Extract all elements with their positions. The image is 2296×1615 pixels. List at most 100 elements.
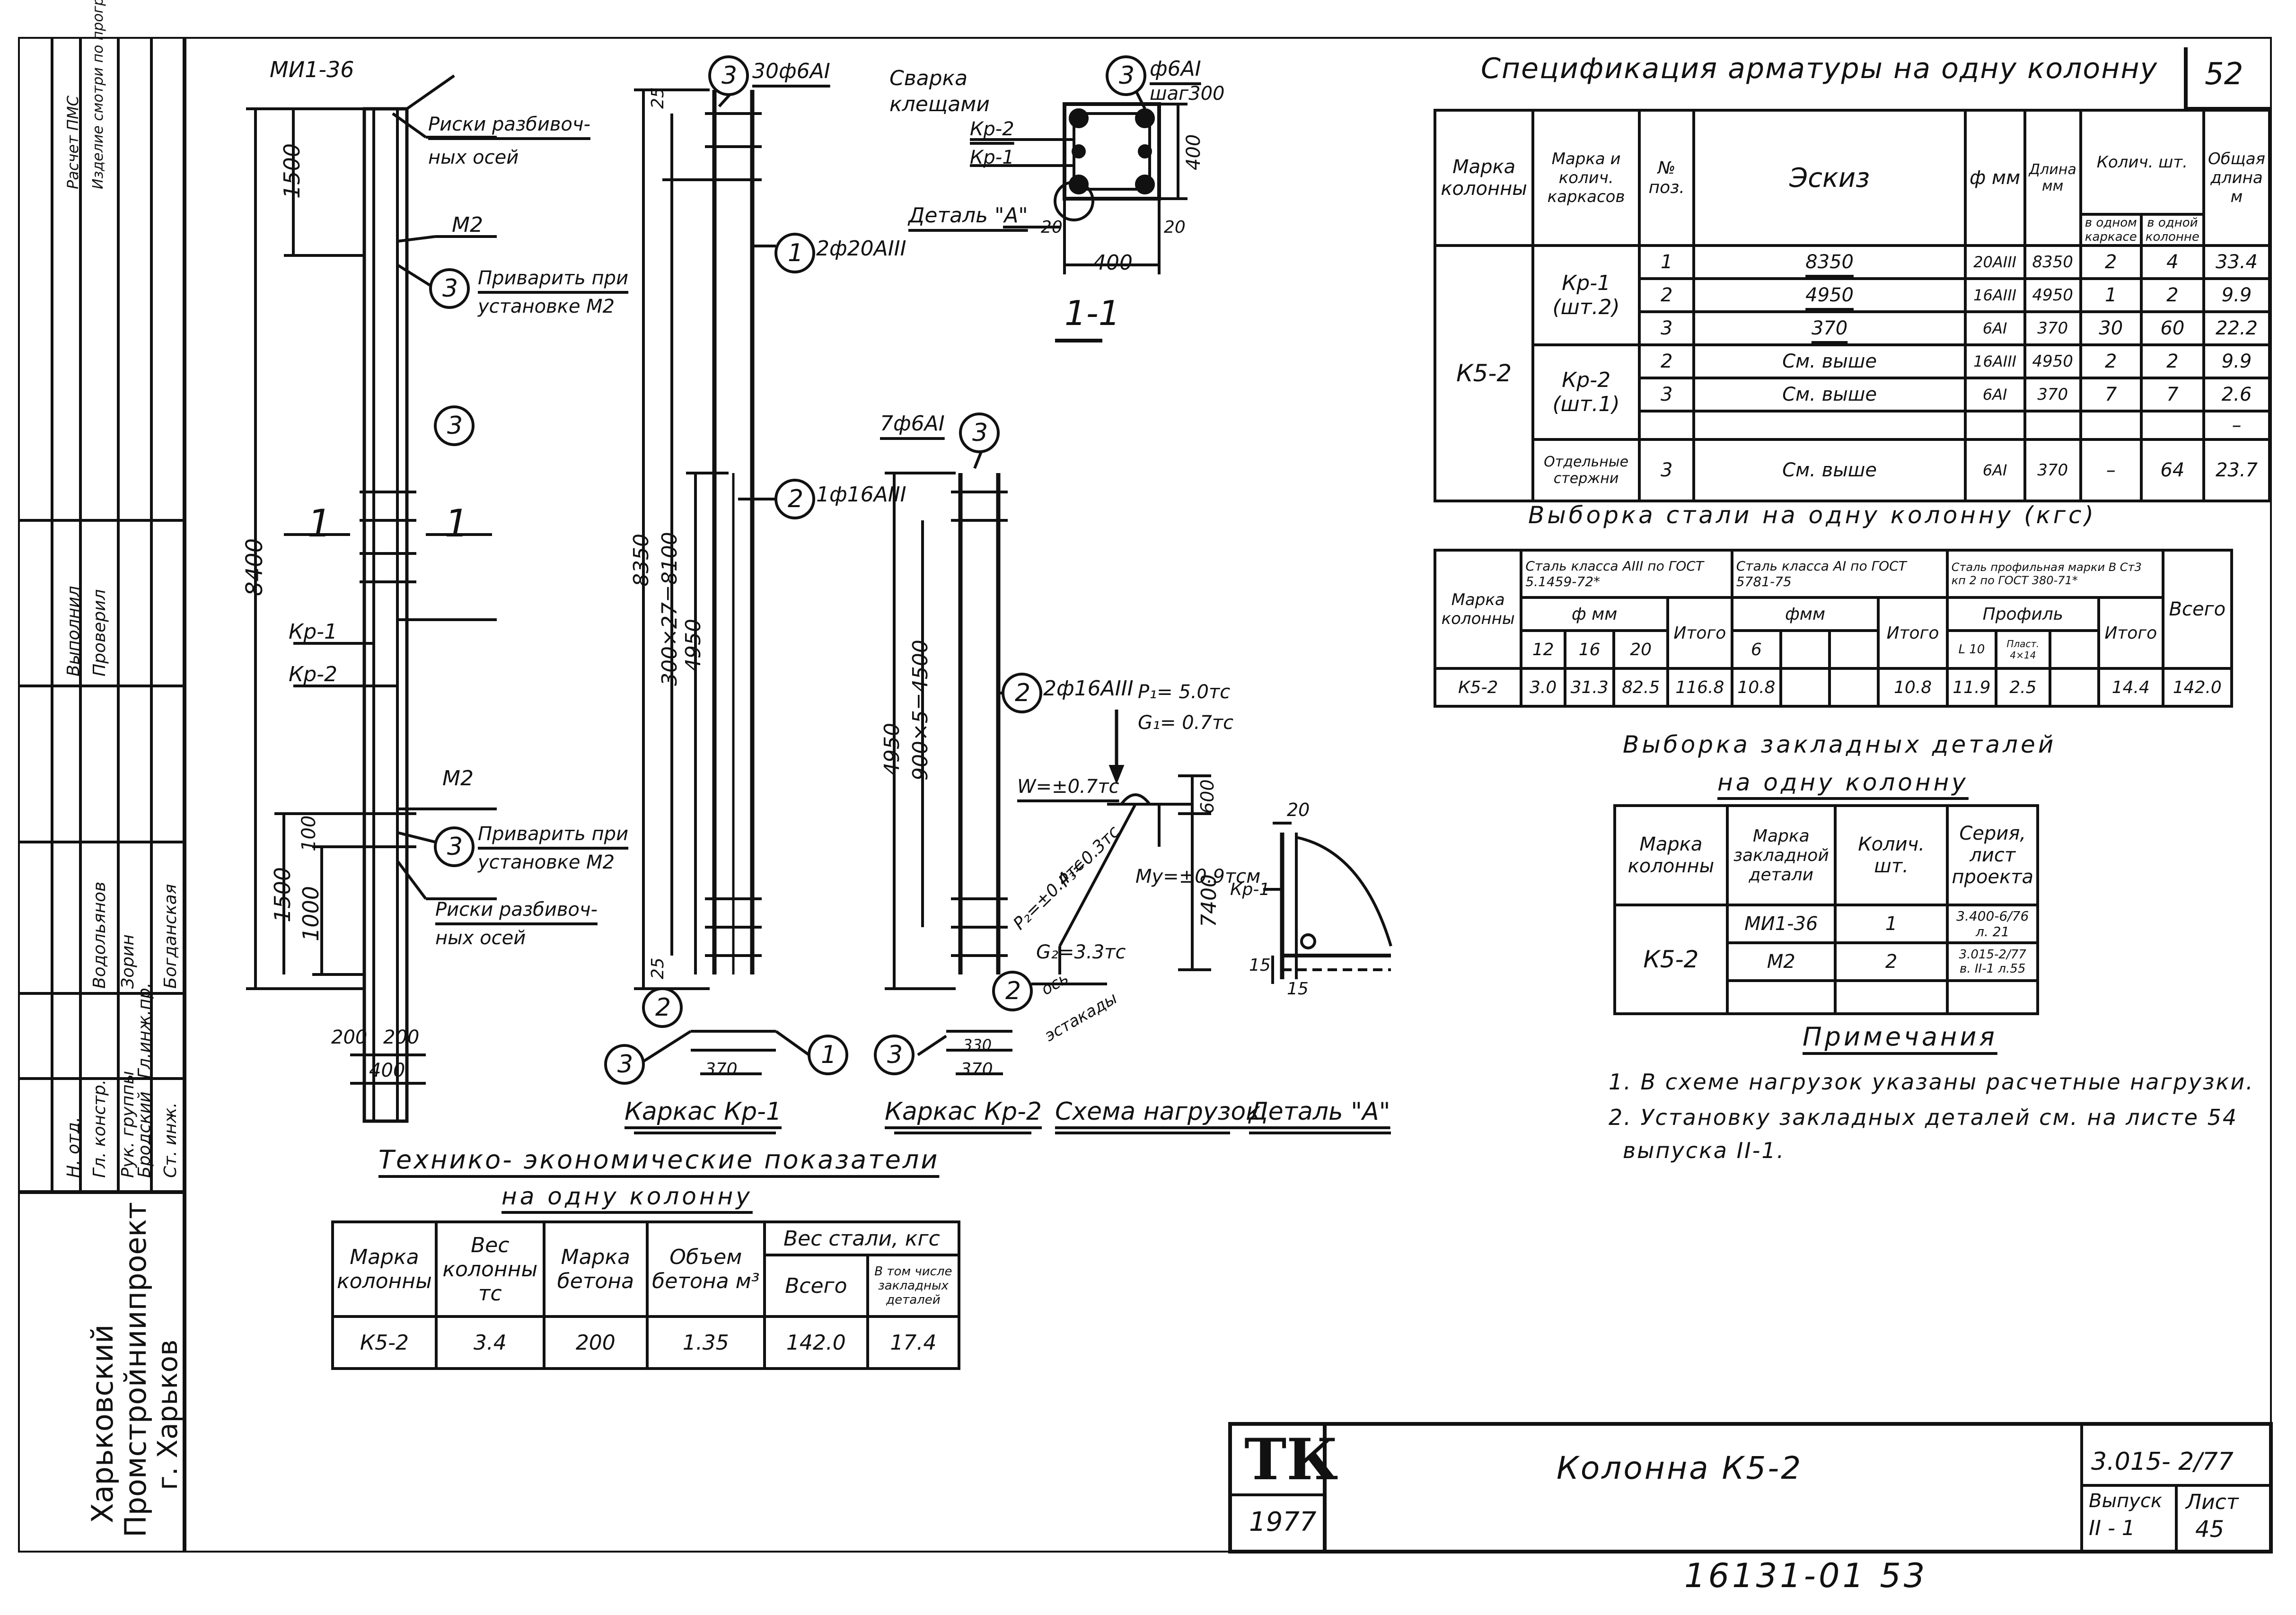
stamp-name-3: Зорин	[118, 934, 138, 989]
stamp-role-1: Гл.инж.пр.	[135, 982, 154, 1079]
title-vyp: II - 1	[2089, 1516, 2135, 1540]
org-name-1: Харьковский	[85, 1324, 120, 1523]
spec-d: 16АIII	[1963, 277, 2026, 313]
embedded-subtitle: на одну колонну	[1717, 769, 1969, 796]
spec-d: 16АIII	[1963, 343, 2026, 379]
title-detail-a: Деталь "А"	[1249, 1097, 1390, 1126]
title-year: 1977	[1249, 1507, 1317, 1537]
spec-pos: 3	[1637, 377, 1696, 413]
emb-col: К5-2	[1613, 904, 1729, 1015]
spec-len: 370	[2023, 438, 2082, 502]
callout-3: 3	[447, 412, 463, 440]
title-karkas-kr2: Каркас Кр-2	[885, 1097, 1042, 1126]
tech-title: Технико- экономические показатели	[378, 1145, 940, 1175]
dim-400-sec-v: 400	[1183, 134, 1205, 170]
steel-empty	[1828, 667, 1880, 708]
spec-h-len: Длина мм	[2023, 109, 2082, 247]
spec-group-kr1: Кр-1 (шт.2)	[1531, 244, 1641, 346]
spec-total: –	[2202, 410, 2271, 441]
dim-400: 400	[369, 1060, 405, 1081]
spec-pos: 1	[1637, 244, 1696, 280]
tech-subtitle: на одну колонну	[501, 1183, 753, 1210]
spec-h-kark: Марка и колич. каркасов	[1531, 109, 1641, 247]
steel-h-d6: 6	[1730, 629, 1783, 670]
section-mark-left: 1	[308, 501, 332, 545]
spec-len: 370	[2023, 310, 2082, 346]
stamp-role-4: Рук. группы	[118, 1071, 138, 1178]
emb-empty	[1725, 979, 1837, 1015]
steel-h-empty	[2048, 629, 2100, 670]
emb-series: 3.400-6/76 л. 21	[1946, 904, 2039, 944]
emb-empty	[1833, 979, 1949, 1015]
label-f6ai: ф6АI	[1150, 57, 1201, 81]
spec-h-q1: в одном каркасе	[2079, 213, 2143, 247]
note-2: 2. Установку закладных деталей см. на ли…	[1609, 1105, 2238, 1130]
tech-weight: 3.4	[434, 1315, 545, 1370]
emb-empty	[1946, 979, 2039, 1015]
title-section-1-1: 1-1	[1064, 293, 1120, 333]
dim-1500: 1500	[279, 143, 305, 199]
dim-15: 15	[1249, 956, 1271, 975]
spec-n1	[2079, 410, 2143, 441]
title-list-label: Лист	[2186, 1490, 2239, 1514]
callout-3: 3	[442, 274, 458, 303]
spec-total: 33.4	[2202, 244, 2271, 280]
dim-600: 600	[1197, 779, 1218, 814]
label-riski-b2: ных осей	[435, 927, 526, 949]
emb-h-col: Марка колонны	[1613, 804, 1729, 906]
stamp-col-1: Выполнил	[64, 586, 83, 676]
dim-100: 100	[298, 815, 320, 851]
callout-3: 3	[972, 419, 988, 447]
stamp-role-2: Н. отд.	[64, 1116, 83, 1178]
stamp-col-2: Проверил	[90, 589, 109, 676]
spec-sketch: 370	[1692, 310, 1967, 346]
label-m2: М2	[452, 213, 483, 237]
label-r2f16: 2ф16АIII	[1043, 676, 1134, 701]
title-code: 3.015- 2/77	[2091, 1448, 2234, 1476]
dim-370-b: 370	[960, 1060, 993, 1079]
steel-title: Выборка стали на одну колонну (кгс)	[1528, 501, 2097, 529]
spec-d: 6АI	[1963, 377, 2026, 413]
tech-h-steel: Вес стали, кгс	[763, 1220, 961, 1256]
spec-sketch: См. выше	[1692, 343, 1967, 379]
label-riski: Риски разбивоч-	[428, 114, 590, 135]
label-privar-b: Приварить при	[478, 823, 629, 845]
spec-len	[2023, 410, 2082, 441]
emb-h-qty: Колич. шт.	[1833, 804, 1949, 906]
dim-20: 20	[1287, 799, 1310, 820]
spec-sketch: См. выше	[1692, 438, 1967, 502]
spec-h-pos: № поз.	[1637, 109, 1696, 247]
tech-col: К5-2	[331, 1315, 438, 1370]
label-kr1-detail: Кр-1	[1230, 880, 1270, 899]
callout-2: 2	[655, 993, 671, 1022]
steel-h-col: Марка колонны	[1433, 549, 1523, 670]
spec-d	[1963, 410, 2026, 441]
spec-total: 2.6	[2202, 377, 2271, 413]
title-vyp-label: Выпуск	[2089, 1490, 2162, 1512]
dim-330: 330	[963, 1036, 992, 1054]
spec-n1: 2	[2079, 343, 2143, 379]
steel-h-d16: 16	[1563, 629, 1616, 670]
dim-4950-b: 4950	[880, 723, 904, 776]
label-m2-b: М2	[442, 766, 474, 790]
callout-3: 3	[1119, 61, 1135, 90]
spec-h-q2: в одной колонне	[2139, 213, 2205, 247]
callout-3: 3	[447, 833, 463, 861]
title-list: 45	[2195, 1516, 2225, 1543]
dim-370: 370	[705, 1060, 738, 1079]
label-r1f16: 1ф16АIII	[816, 483, 906, 507]
title-load-scheme: Схема нагрузок	[1055, 1097, 1261, 1126]
steel-h-a3: Сталь класса АIII по ГОСТ 5.1459-72*	[1520, 549, 1733, 599]
steel-prof-2: 2.5	[1995, 667, 2051, 708]
callout-2: 2	[1005, 977, 1021, 1005]
label-privar-b2: установке М2	[478, 851, 615, 873]
steel-h-total-prof: Итого	[2097, 596, 2164, 670]
label-kr1: Кр-1	[289, 620, 338, 644]
spec-n2: 2	[2139, 277, 2205, 313]
steel-empty	[1779, 667, 1831, 708]
dim-25-b: 25	[648, 957, 668, 979]
tech-table: Марка колонны Вес колонны тс Марка бетон…	[331, 1220, 961, 1370]
tech-h-concrete: Марка бетона	[542, 1220, 649, 1318]
spec-h-d: ф мм	[1963, 109, 2026, 247]
spec-pos: 2	[1637, 277, 1696, 313]
